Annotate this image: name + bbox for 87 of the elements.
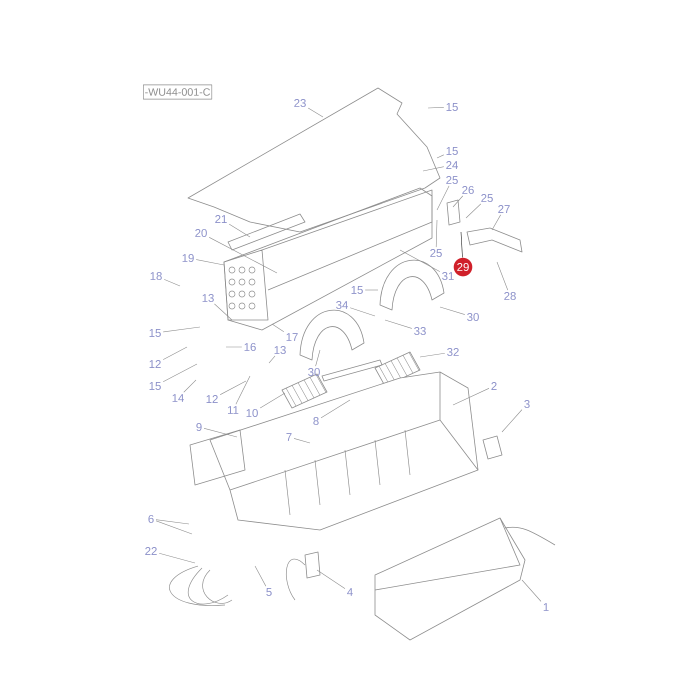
callout-number: 16 <box>244 343 256 351</box>
callout-number: 29 <box>454 258 472 276</box>
leader-line <box>350 307 376 316</box>
callout-number: 13 <box>274 346 286 354</box>
callout-number: 4 <box>347 588 353 596</box>
leader-line <box>422 166 444 172</box>
leader-line <box>452 388 490 406</box>
leader-line <box>308 108 324 118</box>
callout-number: 17 <box>286 333 298 341</box>
leader-line <box>214 304 232 320</box>
leader-line <box>294 438 310 444</box>
callout-number: 15 <box>446 103 458 111</box>
leader-line <box>162 364 198 382</box>
callout-number: 14 <box>172 394 184 402</box>
callout-number: 24 <box>446 161 458 169</box>
leader-line <box>496 262 508 290</box>
callout-number: 25 <box>481 194 493 202</box>
leader-line <box>440 306 466 315</box>
callout-number: 27 <box>498 205 510 213</box>
callout-number: 9 <box>196 423 202 431</box>
callout-number: 8 <box>313 417 319 425</box>
leader-line <box>156 520 192 534</box>
callout-number: 30 <box>308 368 320 376</box>
part-code-box: -WU44-001-C <box>143 84 212 100</box>
leader-line <box>420 352 446 358</box>
leader-line <box>428 107 444 108</box>
leader-line <box>220 380 246 395</box>
callout-number: 11 <box>228 406 238 414</box>
callout-number: 1 <box>544 603 549 611</box>
leader-line <box>320 400 350 418</box>
leader-line <box>236 376 250 405</box>
callout-number: 3 <box>524 400 530 408</box>
callout-number: 26 <box>462 186 474 194</box>
leader-line <box>272 324 284 332</box>
callout-number: 28 <box>504 292 516 300</box>
callout-number: 15 <box>150 382 161 390</box>
leader-line <box>254 566 266 586</box>
callout-number: 21 <box>215 215 227 223</box>
callout-number: 30 <box>467 313 479 321</box>
callout-number: 25 <box>446 176 458 184</box>
leader-line <box>162 346 188 360</box>
callout-number: 7 <box>286 433 292 441</box>
callout-number: 22 <box>145 547 157 555</box>
leader-line <box>436 186 450 210</box>
leader-line <box>315 350 320 366</box>
callout-number: 15 <box>150 329 161 337</box>
callout-number: 6 <box>148 515 154 524</box>
leader-line <box>452 196 464 208</box>
leader-line <box>226 346 242 348</box>
callout-number: 12 <box>206 395 218 403</box>
leader-line <box>196 259 224 266</box>
callout-number: 25 <box>430 249 442 257</box>
callout-number: 2 <box>491 382 497 390</box>
leader-line <box>316 570 346 589</box>
leader-line <box>208 237 278 274</box>
callout-number: 31 <box>442 272 454 280</box>
callout-number: 13 <box>202 294 214 302</box>
leader-line <box>162 326 200 332</box>
leader-line <box>400 250 440 272</box>
leader-line <box>268 356 276 364</box>
callout-number: 15 <box>352 286 363 294</box>
callout-number: 10 <box>246 409 258 417</box>
callout-number: 18 <box>150 272 162 280</box>
leader-line <box>158 552 196 564</box>
leader-line <box>466 204 482 218</box>
leader-line <box>492 214 501 230</box>
callout-number: 32 <box>447 348 459 356</box>
callout-number: 19 <box>182 254 194 262</box>
leader-line <box>436 220 438 248</box>
leader-line <box>260 392 286 408</box>
leader-line <box>164 279 180 286</box>
leader-line <box>156 519 190 524</box>
leader-line <box>183 380 196 393</box>
leader-line <box>522 580 542 602</box>
leader-line <box>502 409 522 432</box>
leader-line <box>204 428 238 438</box>
callout-number: 34 <box>336 301 348 309</box>
callout-number: 23 <box>294 99 306 107</box>
callout-number: 15 <box>446 147 458 155</box>
leader-line <box>228 224 250 238</box>
callout-number: 33 <box>414 327 426 335</box>
leader-line <box>384 320 412 329</box>
leader-line <box>436 154 444 158</box>
leader-line <box>460 232 463 258</box>
callout-number: 5 <box>266 588 272 596</box>
callout-number: 12 <box>150 360 161 368</box>
callout-number: 20 <box>195 229 207 237</box>
